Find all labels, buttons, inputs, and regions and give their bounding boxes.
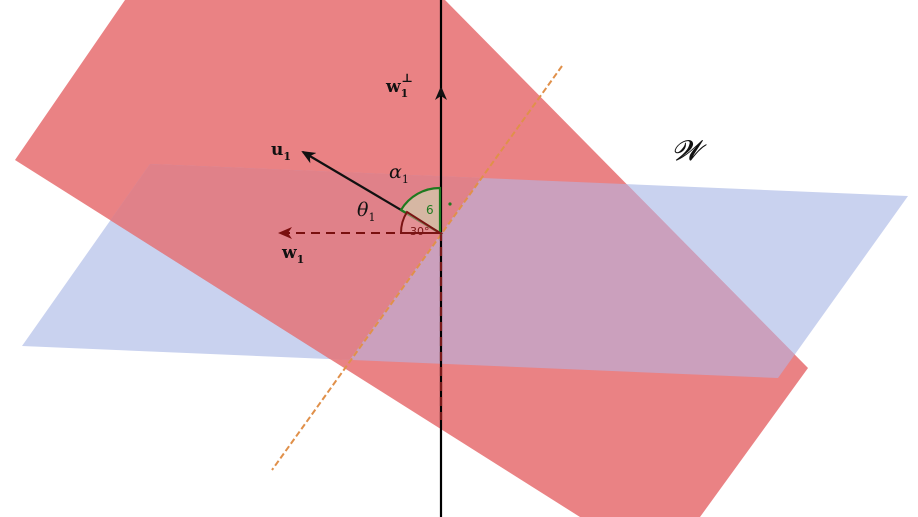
alpha-angle-arc [399,186,442,235]
theta-angle-value: 30° [410,225,430,238]
alpha-angle-value: 6 [426,203,434,217]
label-plane-W: 𝓦 [672,134,707,167]
alpha-angle-dot [448,202,452,206]
intersection-line [271,65,563,471]
label-w1: w1 [281,243,304,266]
label-theta1: θ1 [357,199,375,224]
label-w-perp: w1⊥ [385,71,413,100]
overlap-front-red [22,164,562,378]
theta-angle-arc [399,210,444,234]
label-u1: u1 [271,140,291,163]
label-alpha1: α1 [389,161,409,186]
